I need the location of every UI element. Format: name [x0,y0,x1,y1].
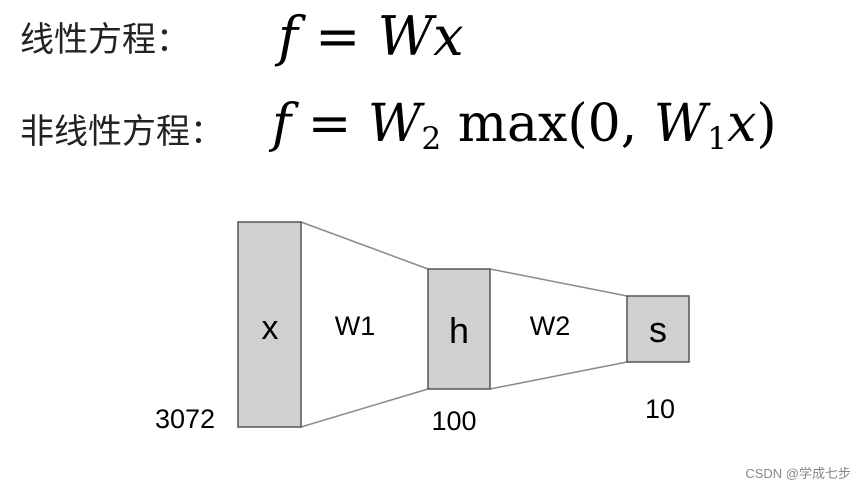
layer-size-s: 10 [645,394,675,424]
layer-size-x: 3072 [155,404,215,434]
watermark: CSDN @学成七步 [745,466,851,481]
layer-box-x [237,221,302,428]
connector-h-s-bottom [489,361,628,390]
layer-box-h [427,268,491,390]
linear-equation-label: 线性方程： [20,20,190,60]
connector-h-s-top [489,268,628,297]
weight-label-w1: W1 [335,311,376,341]
connector-x-h-top [300,221,429,270]
layer-label-x: x [262,309,279,347]
linear-equation: f = Wx [278,5,464,68]
layer-label-h: h [449,310,469,351]
weight-label-w2: W2 [530,311,571,341]
layer-size-h: 100 [431,406,476,436]
nonlinear-equation: f = W2 max(0, W1x) [272,94,777,157]
connector-x-h-bottom [300,388,429,428]
layer-box-s [626,295,690,363]
nonlinear-equation-label: 非线性方程： [20,112,224,152]
layer-label-s: s [649,309,667,350]
